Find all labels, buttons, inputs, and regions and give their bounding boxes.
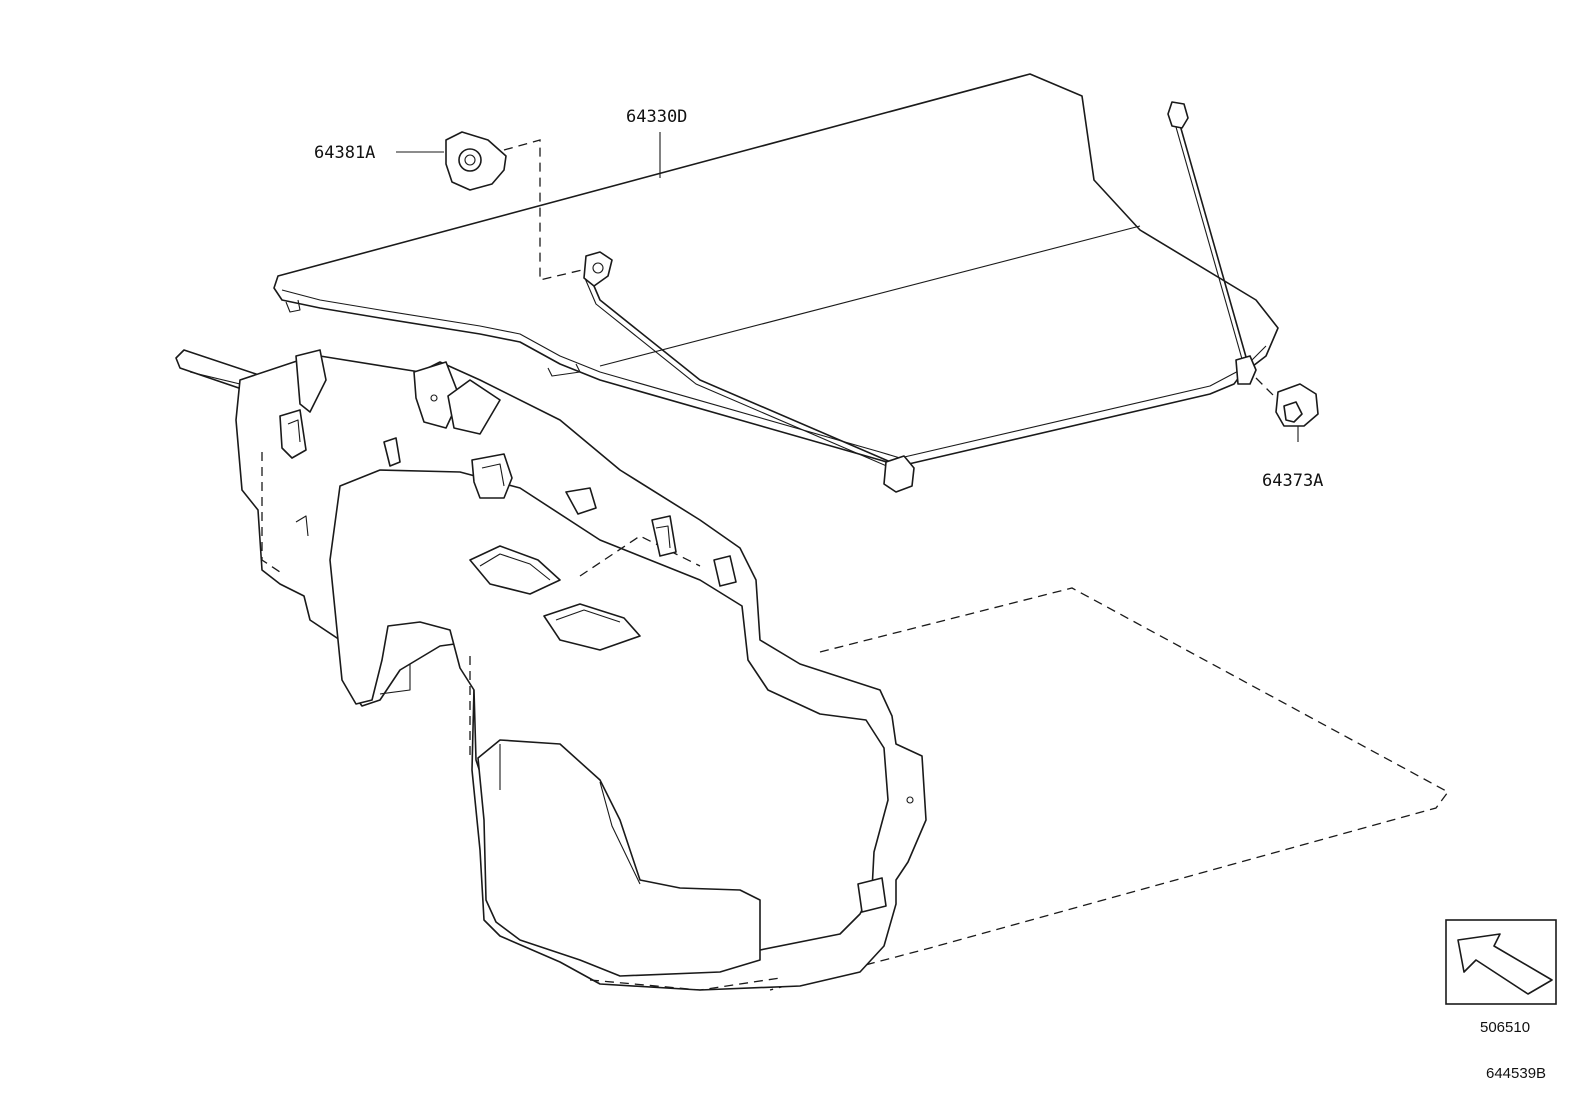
package-tray-panel [273, 73, 1279, 467]
part-64381A-bracket [396, 131, 583, 281]
label-64381A: 64381A [314, 143, 375, 163]
view-code: 506510 [1480, 1019, 1530, 1036]
label-64373A: 64373A [1262, 471, 1323, 491]
part-64373A-hook [1255, 377, 1319, 442]
left-cable-end-clip [883, 455, 915, 493]
right-tether-cable [1167, 101, 1257, 385]
trunk-floor-outline [769, 587, 1449, 991]
left-tether-cable [583, 251, 901, 471]
trunk-side-trim-assembly [175, 349, 927, 991]
label-64330D: 64330D [626, 107, 687, 127]
diagram-code: 644539B [1486, 1065, 1546, 1082]
orientation-box [1445, 919, 1557, 1005]
direction-arrow-icon [1457, 933, 1553, 995]
